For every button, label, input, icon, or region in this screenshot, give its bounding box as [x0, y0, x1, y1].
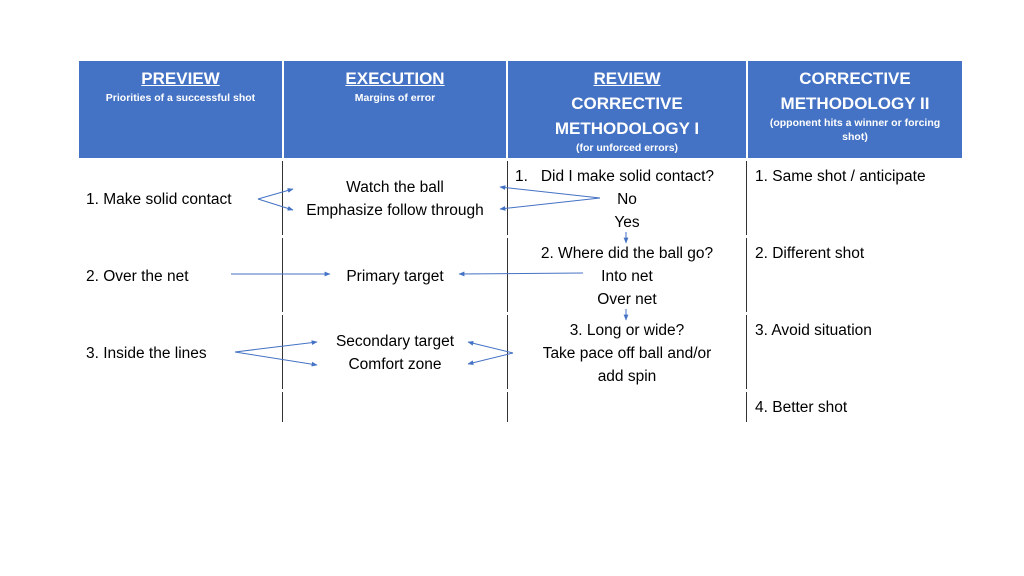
divider [746, 315, 748, 389]
header-title: CORRECTIVE [799, 69, 911, 88]
header-title: PREVIEW [141, 69, 220, 88]
review-row-3: 3. Long or wide? Take pace off ball and/… [508, 319, 746, 388]
execution-text: Primary target [346, 268, 444, 285]
review-row-2: 2. Where did the ball go? Into net Over … [508, 242, 746, 311]
header-title: REVIEW [593, 69, 661, 88]
arrow [234, 351, 318, 367]
corrective-item: 2. Different shot [755, 245, 865, 262]
divider [746, 392, 748, 422]
preview-item: 2. Over the net [86, 268, 189, 285]
header-subtitle: Priorities of a successful shot [105, 92, 256, 104]
arrow [458, 271, 584, 277]
arrow [499, 185, 601, 199]
header-subtitle: Margins of error [354, 92, 436, 104]
arrow [499, 197, 601, 211]
execution-row-2: Primary target [284, 265, 506, 288]
header-subtitle: (opponent hits a winner or forcing [769, 117, 941, 129]
divider [507, 161, 509, 235]
preview-item: 3. Inside the lines [86, 345, 207, 362]
divider [282, 315, 284, 389]
divider [282, 238, 284, 312]
review-answer: Over net [597, 291, 657, 308]
review-answer: No [617, 191, 637, 208]
review-answer: Into net [601, 268, 653, 285]
header-title-line3: METHODOLOGY I [554, 119, 700, 138]
review-answer: Take pace off ball and/or [542, 345, 712, 362]
execution-row-3: Secondary target Comfort zone [284, 330, 506, 376]
corrective-item: 4. Better shot [755, 399, 848, 416]
execution-row-1: Watch the ball Emphasize follow through [284, 176, 506, 222]
review-question-2: 2. Where did the ball go? [540, 245, 714, 262]
divider [282, 392, 284, 422]
review-row-1-answers: No Yes [508, 188, 746, 234]
arrow [257, 198, 294, 211]
divider [746, 238, 748, 312]
review-answer: add spin [597, 368, 657, 385]
arrow [467, 352, 514, 366]
arrow [467, 340, 514, 354]
arrow [257, 188, 294, 200]
divider [507, 238, 509, 312]
arrow [234, 340, 318, 353]
divider [507, 392, 509, 422]
header-subtitle: (for unforced errors) [575, 142, 679, 154]
corrective-item: 3. Avoid situation [755, 322, 872, 339]
execution-text: Comfort zone [348, 356, 442, 373]
execution-text: Secondary target [335, 333, 455, 350]
header-title: EXECUTION [345, 69, 445, 88]
divider [746, 161, 748, 235]
header-corrective-2: CORRECTIVE METHODOLOGY II (opponent hits… [748, 61, 962, 158]
header-preview: PREVIEW Priorities of a successful shot [79, 61, 282, 158]
review-question-3: 3. Long or wide? [569, 322, 685, 339]
header-subtitle-line2: shot) [842, 131, 868, 143]
execution-text: Emphasize follow through [306, 202, 484, 219]
header-review: REVIEW CORRECTIVE METHODOLOGY I (for unf… [508, 61, 746, 158]
header-title-line2: CORRECTIVE [571, 94, 683, 113]
header-execution: EXECUTION Margins of error [284, 61, 506, 158]
review-answer: Yes [614, 214, 640, 231]
execution-text: Watch the ball [346, 179, 444, 196]
divider [282, 161, 284, 235]
header-title-line2: METHODOLOGY II [780, 94, 930, 113]
review-question-1: 1. Did I make solid contact? [515, 168, 715, 185]
corrective-item: 1. Same shot / anticipate [755, 168, 926, 185]
preview-item: 1. Make solid contact [86, 191, 232, 208]
